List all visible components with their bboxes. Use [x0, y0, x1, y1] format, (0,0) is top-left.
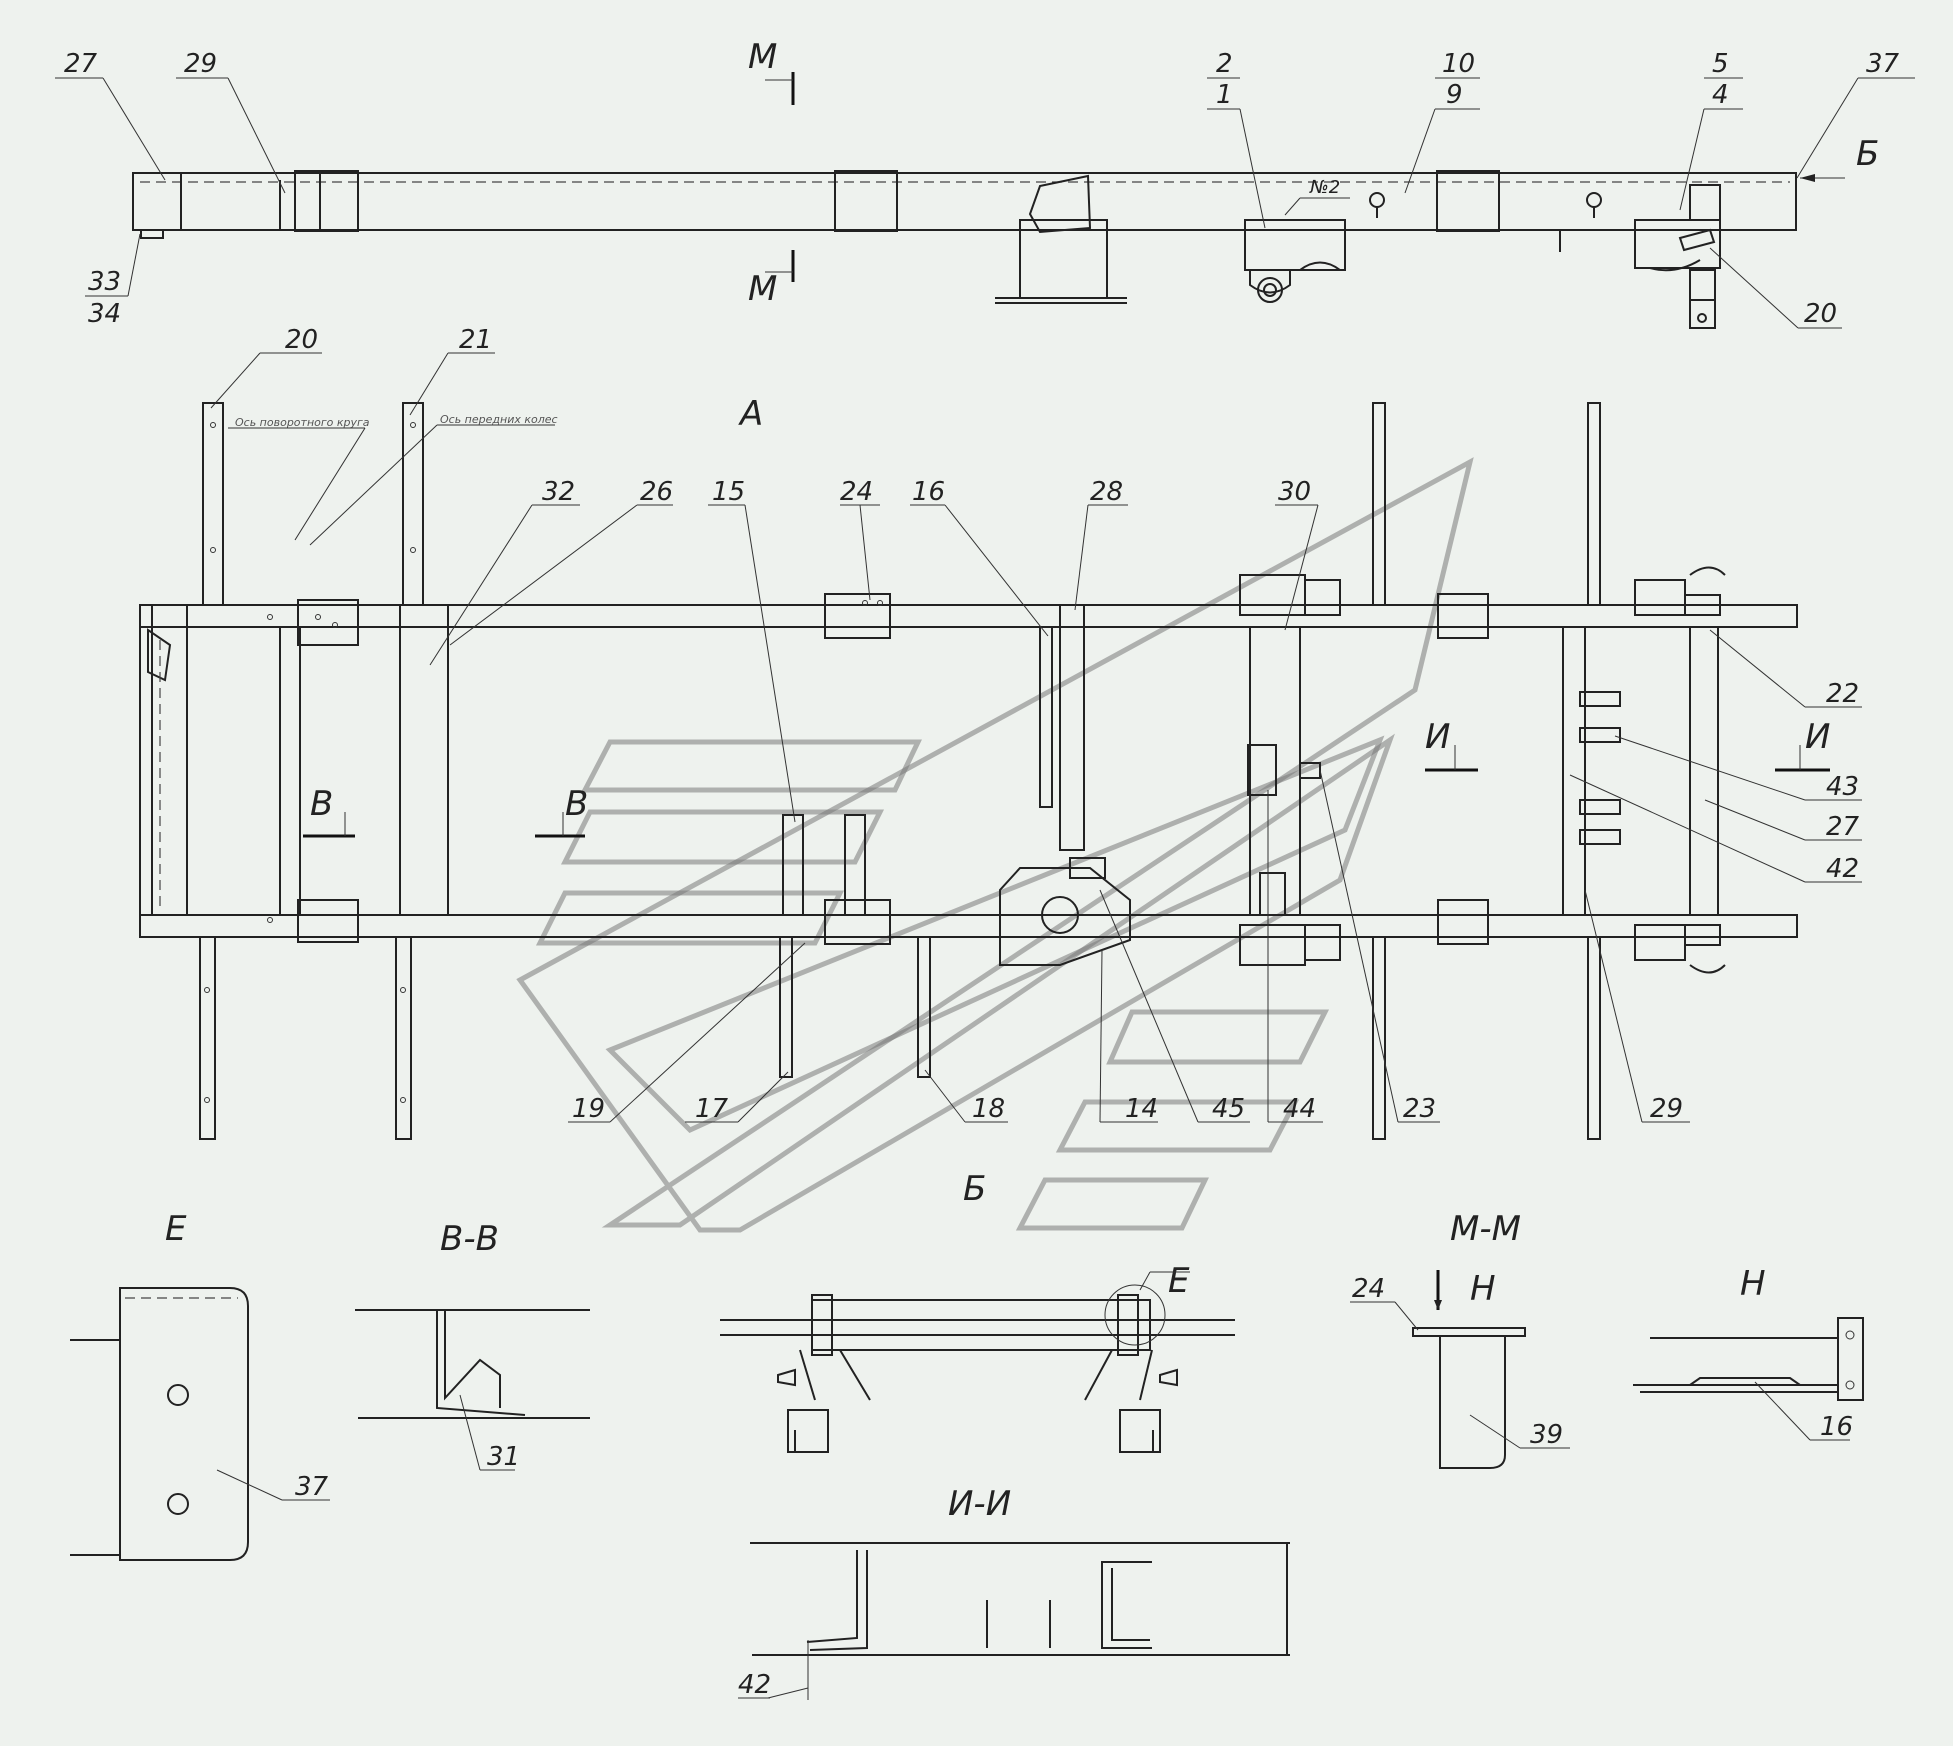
- callout-39: 39: [1530, 1420, 1563, 1450]
- callout-30: 30: [1278, 477, 1311, 507]
- callout-18: 18: [972, 1094, 1005, 1124]
- view-title-e: Е: [165, 1209, 187, 1249]
- note-turntable-axis: Ось поворотного круга: [235, 416, 370, 429]
- callout-16-plan: 16: [912, 477, 945, 507]
- plan-view-a: А: [139, 325, 1862, 1140]
- callout-27-plan: 27: [1826, 812, 1860, 842]
- callout-31: 31: [487, 1442, 520, 1472]
- view-title-a: А: [738, 394, 763, 434]
- view-title-h: Н: [1740, 1264, 1766, 1304]
- callout-44: 44: [1283, 1094, 1316, 1124]
- callout-32: 32: [542, 477, 575, 507]
- callout-24-plan: 24: [840, 477, 873, 507]
- callout-10: 10: [1442, 49, 1475, 79]
- callout-42-ii: 42: [738, 1670, 771, 1700]
- callout-2: 2: [1216, 49, 1233, 79]
- view-marker-b-side: Б: [1856, 134, 1879, 174]
- view-title-b: Б: [963, 1169, 986, 1209]
- note-front-axle: Ось передних колес: [440, 413, 558, 426]
- callout-29-plan: 29: [1650, 1094, 1683, 1124]
- callout-24-mm: 24: [1352, 1274, 1385, 1304]
- callout-34: 34: [88, 299, 121, 329]
- view-title-vv: В-В: [440, 1219, 499, 1259]
- callout-1: 1: [1216, 80, 1233, 110]
- callout-5: 5: [1712, 49, 1729, 79]
- section-mm: М-М Н 39 24: [1350, 1209, 1570, 1469]
- callout-42-plan: 42: [1826, 854, 1859, 884]
- watermark-logo: [516, 457, 1474, 1233]
- callout-9: 9: [1446, 80, 1463, 110]
- view-marker-e: Е: [1168, 1261, 1190, 1301]
- section-marker-v-left: В: [310, 784, 333, 824]
- side-callouts: 27 29 33 34 2 1 10 9 5 4 37 20: [55, 49, 1915, 329]
- callout-33: 33: [88, 267, 121, 297]
- callout-21: 21: [459, 325, 492, 355]
- side-view: №2 М М Б 27 29 33 34 2 1 10 9: [55, 37, 1915, 329]
- callout-29-side: 29: [184, 49, 217, 79]
- callout-17: 17: [695, 1094, 729, 1124]
- callout-22: 22: [1826, 679, 1859, 709]
- view-title-mm: М-М: [1450, 1209, 1521, 1249]
- callout-15: 15: [712, 477, 745, 507]
- section-marker-i-right: И: [1805, 717, 1830, 757]
- callout-20-side: 20: [1804, 299, 1837, 329]
- section-marker-v-right: В: [565, 784, 588, 824]
- section-marker-m-bottom: М: [748, 269, 777, 309]
- detail-e: Е 37: [70, 1209, 330, 1561]
- section-ii: И-И 42: [738, 1484, 1290, 1700]
- stamp-no2: №2: [1309, 177, 1340, 198]
- callout-20-plan: 20: [285, 325, 318, 355]
- callout-27-side: 27: [64, 49, 98, 79]
- callout-43: 43: [1826, 772, 1859, 802]
- callout-26: 26: [640, 477, 673, 507]
- callout-45: 45: [1212, 1094, 1245, 1124]
- callout-37-side: 37: [1866, 49, 1900, 79]
- view-title-ii: И-И: [948, 1484, 1011, 1524]
- view-b: Б Е: [720, 1169, 1235, 1453]
- callout-16-h: 16: [1820, 1412, 1853, 1442]
- callout-28: 28: [1090, 477, 1123, 507]
- callout-14: 14: [1125, 1094, 1158, 1124]
- callout-19: 19: [572, 1094, 605, 1124]
- view-h: Н 16: [1633, 1264, 1864, 1442]
- section-marker-m-top: М: [748, 37, 777, 77]
- section-vv: В-В 31: [355, 1219, 590, 1472]
- callout-37-detail: 37: [295, 1472, 329, 1502]
- section-marker-i-left: И: [1425, 717, 1450, 757]
- callout-23: 23: [1403, 1094, 1436, 1124]
- marker-h-mm: Н: [1470, 1269, 1496, 1309]
- plan-callouts: 20 21 32 26 15 24 16 28 30 22 43 27 42: [210, 325, 1862, 1124]
- callout-4: 4: [1712, 80, 1729, 110]
